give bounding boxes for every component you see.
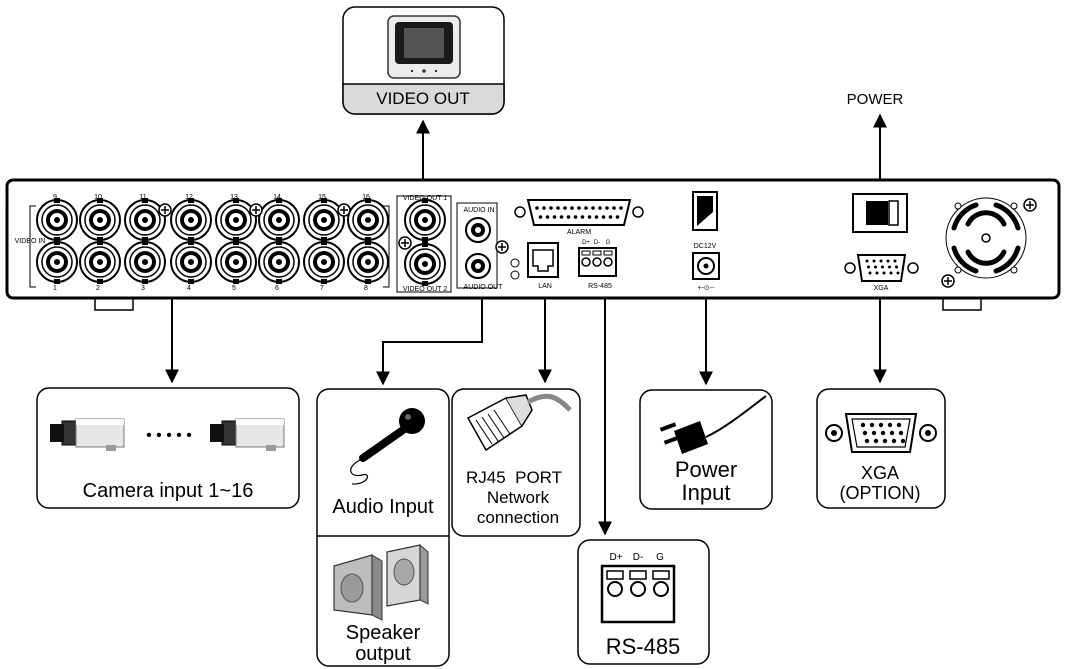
screw-icon <box>941 274 955 288</box>
video-in-port <box>303 197 345 243</box>
xga-label: XGA <box>874 285 889 292</box>
screw-icon <box>158 203 172 217</box>
power-input-box: Power Input <box>639 389 773 510</box>
video-in-port <box>258 239 300 285</box>
video-in-port <box>170 239 212 285</box>
channel-number: 5 <box>232 285 236 292</box>
video-in-port <box>303 239 345 285</box>
video-in-port <box>79 239 121 285</box>
tv-monitor-icon <box>387 15 461 79</box>
lan-port: LAN <box>527 242 559 290</box>
screw-icon <box>495 240 509 254</box>
channel-number: 6 <box>275 285 279 292</box>
channel-number: 9 <box>53 194 57 201</box>
video-in-port <box>258 197 300 243</box>
video-out-box: VIDEO OUT <box>342 6 505 115</box>
power-switch <box>852 193 908 233</box>
fan-vent-icon <box>945 197 1027 279</box>
rj45-label-3: connection <box>477 508 559 527</box>
video-in-port <box>215 239 257 285</box>
video-in-port <box>79 197 121 243</box>
vga-connector-icon <box>825 413 937 453</box>
power-input-label-2: Input <box>682 480 731 505</box>
video-in-port <box>36 197 78 243</box>
video-in-port <box>124 197 166 243</box>
video-out-label: VIDEO OUT <box>376 89 470 108</box>
xga-option-box: XGA (OPTION) <box>816 388 946 509</box>
rs485-box: D+ D- G RS-485 <box>577 539 710 665</box>
video-out-2-label: VIDEO OUT 2 <box>403 286 447 293</box>
xga-box-label-1: XGA <box>861 463 899 483</box>
camera-input-box: • • • • • Camera input 1~16 <box>36 387 300 509</box>
video-in-port <box>170 197 212 243</box>
screw-icon <box>337 203 351 217</box>
rs485-box-label: RS-485 <box>606 634 681 659</box>
channel-number: 3 <box>141 285 145 292</box>
rj45-label-2: Network <box>487 488 550 507</box>
video-in-port <box>347 239 389 285</box>
video-out-1-port <box>404 197 446 243</box>
channel-number: 15 <box>318 194 326 201</box>
speaker-icon <box>333 543 429 621</box>
channel-number: 1 <box>53 285 57 292</box>
dc-power-port: DC12V +-⊙-- <box>692 191 720 292</box>
video-out-ports: VIDEO OUT 1 VIDEO OUT 2 <box>396 195 452 293</box>
rs485-pin-label: D+ <box>582 240 590 246</box>
speaker-output-label-2: output <box>355 643 411 665</box>
audio-speaker-box: Audio Input Speaker output <box>316 388 450 667</box>
alarm-label: ALARM <box>567 229 591 236</box>
xga-port: XGA <box>844 254 919 292</box>
channel-number: 11 <box>139 194 146 201</box>
power-plug-icon <box>659 395 767 454</box>
rs485-pin-label: D- <box>594 240 600 246</box>
channel-number: 16 <box>362 194 370 201</box>
audio-input-label: Audio Input <box>332 496 434 518</box>
speaker-output-label: Speaker <box>346 622 421 644</box>
channel-number: 10 <box>94 194 102 201</box>
dc12v-label: DC12V <box>694 243 717 250</box>
channel-number: 8 <box>364 285 368 292</box>
video-in-port <box>347 197 389 243</box>
rj45-port-box: RJ45 PORT Network connection <box>451 388 581 537</box>
audio-in-label: AUDIO IN <box>463 207 494 214</box>
screw-icon <box>1023 198 1037 212</box>
screw-icon <box>398 236 412 250</box>
rs485-box-pin-label: D- <box>633 552 644 563</box>
channel-number: 12 <box>185 194 193 201</box>
xga-box-label-2: (OPTION) <box>840 483 921 503</box>
connection-lines <box>165 298 887 536</box>
alarm-port: ALARM <box>514 199 644 236</box>
channel-number: 14 <box>273 194 281 201</box>
rs485-pin-label: G <box>606 240 611 246</box>
channel-number: 13 <box>230 194 238 201</box>
rj45-cable-icon <box>466 393 572 452</box>
video-in-port <box>36 239 78 285</box>
power-label: POWER <box>847 91 904 108</box>
audio-out-label: AUDIO OUT <box>464 284 504 291</box>
channel-number: 4 <box>187 285 191 292</box>
video-out-2-port <box>404 241 446 287</box>
polarity-label: +-⊙-- <box>698 285 716 292</box>
video-in-port <box>215 197 257 243</box>
rj45-label-1: RJ45 PORT <box>466 468 562 487</box>
camera-input-label: Camera input 1~16 <box>83 480 254 502</box>
camera-dots: • • • • • <box>146 427 192 444</box>
rs485-port: D+ D- G RS-485 <box>578 240 617 290</box>
microphone-icon <box>350 408 425 485</box>
power-input-label-1: Power <box>675 457 737 482</box>
audio-ports: AUDIO IN AUDIO OUT <box>456 202 509 291</box>
channel-number: 7 <box>320 285 324 292</box>
rs485-box-pin-label: D+ <box>609 552 622 563</box>
terminal-block-icon: D+ D- G <box>600 552 676 624</box>
rs485-label: RS-485 <box>588 283 612 290</box>
screw-icon <box>249 203 263 217</box>
lan-label: LAN <box>538 283 552 290</box>
rs485-box-pin-label: G <box>656 552 664 563</box>
channel-number: 2 <box>96 285 100 292</box>
video-in-port <box>124 239 166 285</box>
